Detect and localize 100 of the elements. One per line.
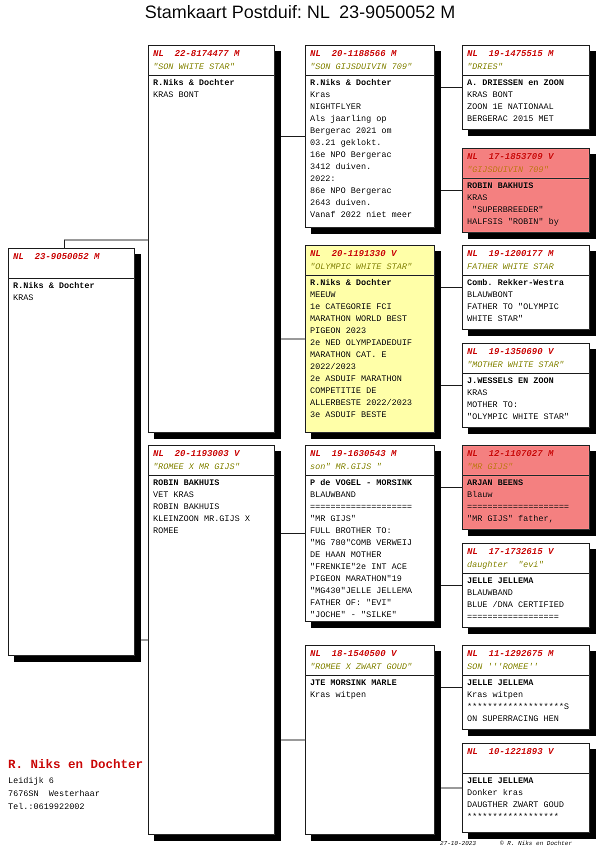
card-text: BLAUWBONT [467, 289, 514, 301]
owner-name: A. DRIESSEN en ZOON [467, 77, 565, 89]
ring-number: NL 19-1350690 V [467, 346, 555, 359]
card-text: ROMEE [153, 525, 180, 537]
owner-name: R.Niks & Dochter [153, 77, 236, 89]
card-text: DE HAAN MOTHER [310, 549, 382, 561]
ring-number: NL 19-1475515 M [467, 48, 555, 61]
card-text: ON SUPERRACING HEN [467, 713, 560, 725]
card-text: "MR GIJS" [310, 513, 357, 525]
owner-name: R.Niks & Dochter [310, 277, 393, 289]
card-text: ALLERBESTE 2022/2023 [310, 397, 414, 409]
owner-name: JELLE JELLEMA [467, 775, 534, 787]
ring-number: NL 20-1193003 V [153, 448, 241, 461]
pigeon-name: daughter "evi" [467, 559, 545, 572]
card-text: MARATHON WORLD BEST [310, 313, 408, 325]
card-text: 16e NPO Bergerac [310, 149, 393, 161]
card-text: 3e ASDUIF BESTE [310, 409, 388, 421]
ring-number: NL 12-1107027 M [467, 448, 555, 461]
owner-name: ARJAN BEENS [467, 477, 524, 489]
card-text: Kras witpen [310, 689, 368, 701]
owner-name: JTE MORSINK MARLE [310, 677, 398, 689]
card-text: "OLYMPIC WHITE STAR" [467, 411, 570, 423]
card-text: NIGHTFLYER [310, 101, 362, 113]
owner-name: Comb. Rekker-Westra [467, 277, 565, 289]
ring-number: NL 19-1630543 M [310, 448, 398, 461]
ring-number: NL 19-1200177 M [467, 248, 555, 261]
owner-name: R.Niks & Dochter [13, 280, 96, 292]
card-text: HALFSIS "ROBIN" by [467, 216, 560, 228]
ring-number: NL 20-1191330 V [310, 248, 398, 261]
card-text: VET KRAS [153, 489, 195, 501]
address-text: 7676SN Westerhaar [8, 789, 100, 799]
card-text: FATHER OF: "EVI" [310, 597, 393, 609]
card-text: WHITE STAR" [467, 313, 524, 325]
owner-name: R.Niks & Dochter [310, 77, 393, 89]
ring-number: NL 10-1221893 V [467, 746, 555, 759]
pigeon-name: "GIJSDUIVIN 709" [467, 164, 550, 177]
card-text: Blauw [467, 489, 494, 501]
card-text: 2022/2023 [310, 361, 357, 373]
card-text: 3412 duiven. [310, 161, 372, 173]
card-text: KLEINZOON MR.GIJS X [153, 513, 251, 525]
card-text: "SUPERBREEDER" [471, 204, 545, 216]
card-text: "MG 780"COMB VERWEIJ [310, 537, 414, 549]
card-text: KRAS BONT [467, 89, 514, 101]
card-text: *******************S [467, 701, 570, 713]
card-text: KRAS [467, 192, 488, 204]
card-text: ==================== [310, 501, 414, 513]
pigeon-name: "OLYMPIC WHITE STAR" [310, 261, 414, 274]
card-text: PIGEON 2023 [310, 325, 368, 337]
ring-number: NL 18-1540500 V [310, 648, 398, 661]
connector-line [64, 240, 148, 248]
owner-name: JELLE JELLEMA [467, 677, 534, 689]
card-text: 86e NPO Bergerac [310, 185, 393, 197]
card-text: "JOCHE" - "SILKE" [310, 609, 398, 621]
pigeon-name: "DRIES" [467, 61, 504, 74]
card-text: Vanaf 2022 niet meer [310, 209, 414, 221]
pigeon-name: "MR GIJS" [467, 461, 514, 474]
card-text: Kras [310, 89, 332, 101]
pigeon-name: "SON GIJSDUIVIN 709" [310, 61, 414, 74]
card-text: 2022: [310, 173, 337, 185]
card-text: MEEUW [310, 289, 337, 301]
card-text: "MR GIJS" father, [467, 513, 555, 525]
owner-name: ROBIN BAKHUIS [153, 477, 220, 489]
card-text: BLAUWBAND [467, 587, 514, 599]
card-text: FATHER TO "OLYMPIC [467, 301, 560, 313]
page-title: Stamkaart Postduif: NL 23-9050052 M [144, 2, 456, 23]
card-text: 03.21 geklokt. [310, 137, 382, 149]
card-text: "MG430"JELLE JELLEMA [310, 585, 414, 597]
card-text: MOTHER TO: [467, 399, 520, 411]
pigeon-name: SON '''ROMEE'' [467, 661, 540, 674]
ring-number: NL 22-8174477 M [153, 48, 241, 61]
ring-number: NL 17-1732615 V [467, 546, 555, 559]
card-text: 2e ASDUIF MARATHON [310, 373, 403, 385]
ring-number: NL 17-1853709 V [467, 151, 555, 164]
card-text: KRAS [467, 387, 488, 399]
card-text: PIGEON MARATHON"19 [310, 573, 403, 585]
card-text: DAUGTHER ZWART GOUD [467, 799, 565, 811]
card-text: ==================== [467, 501, 570, 513]
ring-number: NL 23-9050052 M [13, 251, 101, 264]
card-text: KRAS [13, 292, 34, 304]
phone-text: Tel.:0619922002 [8, 802, 85, 812]
owner-name: J.WESSELS EN ZOON [467, 375, 555, 387]
pigeon-name: "ROMEE X MR GIJS" [153, 461, 241, 474]
card-text: BLUE /DNA CERTIFIED [467, 599, 565, 611]
card-text: Donker kras [467, 787, 524, 799]
card-text: 1e CATEGORIE FCI [310, 301, 393, 313]
card-text: Bergerac 2021 om [310, 125, 393, 137]
pigeon-name: "MOTHER WHITE STAR" [467, 359, 565, 372]
card-text: FULL BROTHER TO: [310, 525, 393, 537]
card-text: BLAUWBAND [310, 489, 357, 501]
card-text: Kras witpen [467, 689, 524, 701]
card-text: 2e NED OLYMPIADEDUIF [310, 337, 414, 349]
card-text: Als jaarling op [310, 113, 388, 125]
pigeon-name: FATHER WHITE STAR [467, 261, 555, 274]
owner-name: ROBIN BAKHUIS [467, 180, 534, 192]
card-text: COMPETITIE DE [310, 385, 378, 397]
pigeon-name: "SON WHITE STAR" [153, 61, 236, 74]
card-text: ****************** [467, 811, 560, 823]
owner-name: JELLE JELLEMA [467, 575, 534, 587]
card-text: ================== [467, 611, 560, 623]
owner-name: P de VOGEL - MORSINK [310, 477, 414, 489]
